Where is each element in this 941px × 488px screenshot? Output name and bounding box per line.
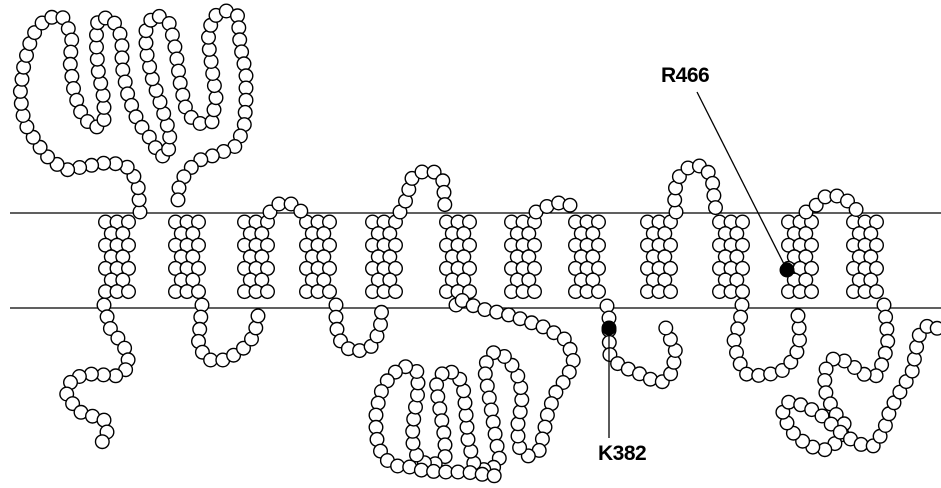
residue: [782, 395, 796, 409]
residue: [237, 57, 251, 71]
residue: [14, 85, 28, 99]
residue: [459, 408, 473, 422]
residue: [194, 310, 208, 324]
residue: [727, 334, 741, 348]
residue: [294, 204, 308, 218]
residue: [375, 306, 389, 320]
residue: [170, 52, 184, 66]
residue: [64, 58, 78, 72]
residue: [415, 463, 429, 477]
residue: [249, 321, 263, 335]
residue: [488, 427, 502, 441]
residue: [461, 433, 475, 447]
residue: [791, 309, 805, 323]
residue: [261, 285, 275, 299]
residue: [323, 285, 337, 299]
residue: [431, 390, 445, 404]
residue: [173, 76, 187, 90]
residue: [406, 425, 420, 439]
residue: [736, 285, 750, 299]
residue: [204, 55, 218, 69]
residue: [65, 70, 79, 84]
residue: [73, 161, 87, 175]
residue: [709, 201, 723, 215]
residue: [116, 63, 130, 77]
residue: [664, 285, 678, 299]
residue: [930, 322, 941, 336]
residue: [600, 299, 614, 313]
residue: [118, 75, 132, 89]
residue: [97, 156, 111, 170]
residue: [659, 321, 673, 335]
residue: [85, 159, 99, 173]
residue: [235, 45, 249, 59]
residue: [541, 408, 555, 422]
residue-r466: [780, 263, 794, 277]
residue: [409, 400, 423, 414]
residue: [849, 203, 863, 217]
residue-k382: [602, 321, 616, 335]
r466-label: R466: [661, 64, 709, 87]
residue: [481, 379, 495, 393]
residue: [207, 103, 221, 117]
residue: [94, 77, 108, 91]
residue: [592, 285, 606, 299]
residue: [205, 115, 219, 129]
residue: [818, 443, 832, 457]
residue: [528, 285, 542, 299]
k382-label: K382: [598, 442, 646, 465]
residue: [92, 65, 106, 79]
residue: [374, 318, 388, 332]
residue: [438, 198, 452, 212]
residue: [122, 285, 136, 299]
residue: [490, 439, 504, 453]
residue: [251, 309, 265, 323]
residue: [209, 91, 223, 105]
residue-chain: [14, 4, 941, 482]
residue: [15, 73, 29, 87]
residue: [433, 402, 447, 416]
residue: [208, 79, 222, 93]
residue: [233, 33, 247, 47]
residue: [485, 403, 499, 417]
residue: [479, 367, 493, 381]
residue: [908, 352, 922, 366]
residue: [877, 298, 891, 312]
residue: [168, 40, 182, 54]
residue: [511, 417, 525, 431]
residue: [818, 374, 832, 388]
residue: [16, 109, 30, 123]
residue: [202, 31, 216, 45]
residue: [881, 335, 895, 349]
residue: [463, 466, 477, 480]
residue: [90, 28, 104, 42]
residue: [162, 142, 176, 156]
residue: [515, 393, 529, 407]
residue: [85, 367, 99, 381]
residue: [563, 198, 577, 212]
residue: [435, 414, 449, 428]
residue: [171, 193, 185, 207]
residue: [96, 89, 110, 103]
residue: [487, 469, 501, 483]
residue: [905, 364, 919, 378]
residue: [389, 285, 403, 299]
residue: [483, 391, 497, 405]
residue: [192, 285, 206, 299]
residue: [96, 435, 110, 449]
residue: [371, 396, 385, 410]
residue: [805, 285, 819, 299]
residue: [870, 285, 884, 299]
residue: [707, 189, 721, 203]
